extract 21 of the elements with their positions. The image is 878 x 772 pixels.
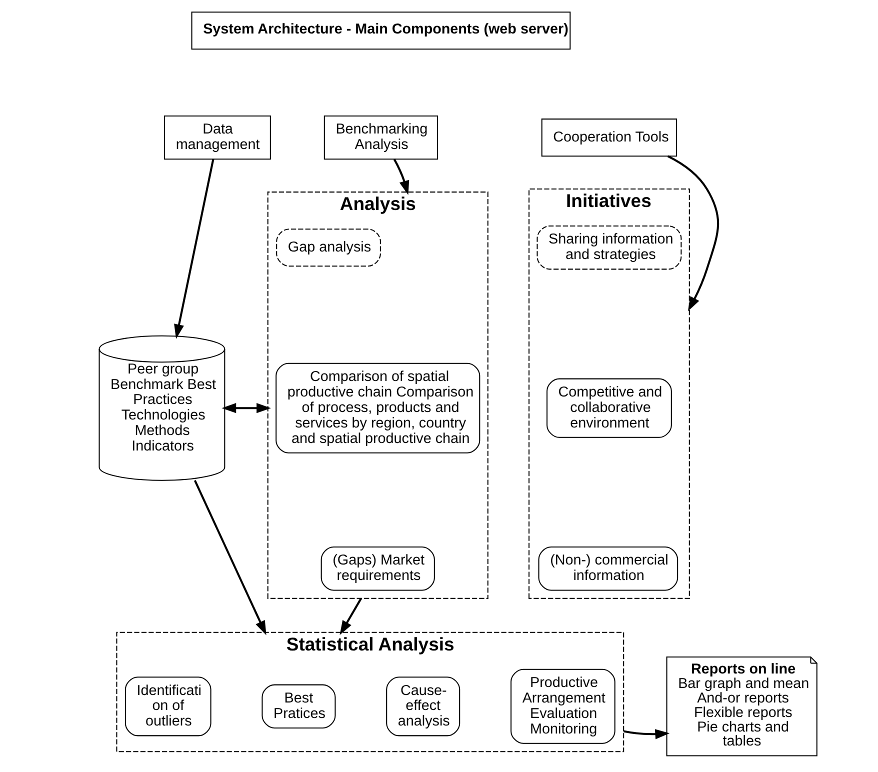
node-box: Benchmarking Analysis — [323, 115, 438, 160]
arrow — [339, 598, 362, 636]
node-box: Cooperation Tools — [540, 118, 677, 157]
node-box: Productive Arrangement Evaluation Monitoring — [510, 668, 615, 744]
arrow — [193, 480, 266, 636]
arrow — [392, 158, 409, 196]
node-box: Gap analysis — [276, 228, 380, 267]
node-box: (Non-) commercial information — [538, 546, 678, 591]
node-box: Data management — [164, 115, 270, 160]
node-box: Competitive and collaborative environment — [546, 378, 672, 438]
arrow — [622, 729, 670, 740]
arrow — [666, 155, 719, 312]
arrow — [221, 403, 270, 414]
arrow — [174, 159, 214, 339]
node-box: Best Pratices — [261, 684, 336, 728]
node-box: Comparison of spatial productive chain Comparison of process, products and services by region, country and spatial productive chain — [275, 362, 480, 454]
node-box: (Gaps) Market requirements — [320, 546, 434, 591]
node-box: Identificati on of outliers — [124, 676, 211, 736]
node-box: Sharing information and strategies — [536, 225, 682, 270]
node-box: System Architecture - Main Components (web server) — [190, 12, 570, 50]
node-box: Cause- effect analysis — [386, 676, 460, 736]
